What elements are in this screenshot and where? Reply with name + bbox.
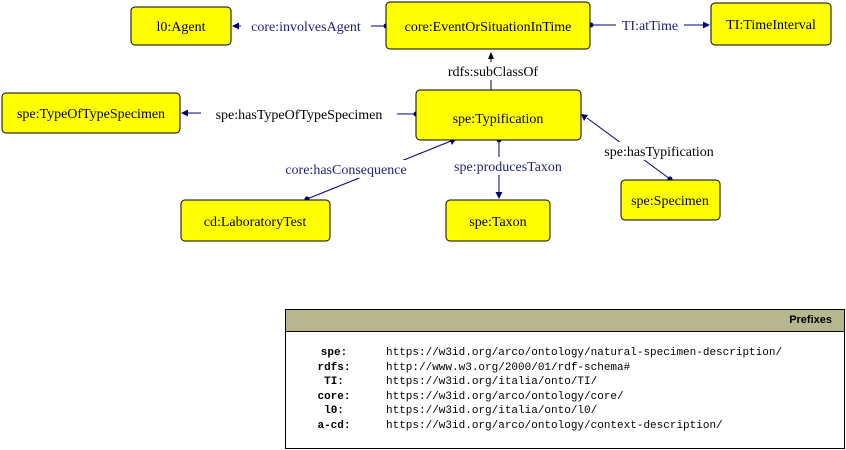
prefix-row: a-cd: https://w3id.org/arco/ontology/cont… — [310, 419, 782, 434]
svg-text:core:involvesAgent: core:involvesAgent — [251, 20, 361, 35]
prefix-row: core: https://w3id.org/arco/ontology/core… — [310, 390, 782, 405]
prefix-row: rdfs: http://www.w3.org/2000/01/rdf-schem… — [310, 361, 782, 376]
node-taxon[interactable]: spe:Taxon — [445, 199, 551, 242]
prefix-name: l0: — [324, 405, 344, 417]
prefix-uri: https://w3id.org/arco/ontology/core/ — [386, 390, 624, 403]
node-laboratory-test[interactable]: cd:LaboratoryTest — [180, 199, 331, 242]
label-produces-taxon: spe:producesTaxon — [444, 157, 572, 175]
node-type-of-type-specimen[interactable]: spe:TypeOfTypeSpecimen — [1, 92, 181, 134]
prefix-name: rdfs: — [317, 361, 351, 374]
svg-text:spe:hasTypification: spe:hasTypification — [604, 145, 713, 160]
prefix-row: spe: https://w3id.org/arco/ontology/natur… — [310, 346, 782, 361]
svg-text:TI:atTime: TI:atTime — [622, 19, 678, 34]
prefixes-header: Prefixes — [286, 310, 844, 332]
node-specimen[interactable]: spe:Specimen — [620, 179, 721, 221]
arrowhead-icon — [181, 109, 188, 117]
svg-text:l0:Agent: l0:Agent — [157, 20, 206, 35]
prefix-name: spe: — [320, 347, 348, 359]
node-typification[interactable]: spe:Typification — [415, 89, 582, 141]
prefix-uri: https://w3id.org/italia/onto/TI/ — [386, 376, 598, 388]
svg-text:rdfs:subClassOf: rdfs:subClassOf — [448, 65, 539, 80]
svg-text:spe:Taxon: spe:Taxon — [469, 215, 526, 230]
prefix-uri: https://w3id.org/arco/ontology/context-d… — [386, 419, 723, 432]
prefixes-panel: Prefixes spe: https://w3id.org/arco/ontol… — [285, 309, 845, 449]
svg-text:spe:hasTypeOfTypeSpecimen: spe:hasTypeOfTypeSpecimen — [216, 108, 383, 123]
svg-text:spe:Typification: spe:Typification — [453, 112, 544, 127]
svg-text:cd:LaboratoryTest: cd:LaboratoryTest — [204, 215, 307, 230]
node-agent[interactable]: l0:Agent — [130, 6, 232, 46]
arrowhead-icon — [703, 21, 710, 29]
prefix-name: TI: — [324, 376, 344, 388]
node-time-interval[interactable]: TI:TimeInterval — [710, 2, 832, 46]
prefix-uri: http://www.w3.org/2000/01/rdf-schema# — [386, 361, 631, 374]
prefix-uri: https://w3id.org/arco/ontology/natural-s… — [386, 347, 783, 359]
label-has-consequence: core:hasConsequence — [273, 160, 419, 178]
arrowhead-icon — [495, 192, 503, 199]
svg-text:core:hasConsequence: core:hasConsequence — [285, 163, 406, 178]
arrowhead-icon — [232, 22, 239, 30]
label-has-type-of-type: spe:hasTypeOfTypeSpecimen — [201, 105, 397, 123]
prefix-row: l0: https://w3id.org/italia/onto/l0/ — [310, 404, 782, 419]
svg-text:spe:TypeOfTypeSpecimen: spe:TypeOfTypeSpecimen — [17, 107, 165, 122]
prefix-uri: https://w3id.org/italia/onto/l0/ — [386, 405, 598, 417]
svg-text:core:EventOrSituationInTime: core:EventOrSituationInTime — [405, 20, 572, 35]
svg-text:spe:Specimen: spe:Specimen — [631, 194, 709, 209]
prefix-name: core: — [317, 390, 351, 403]
arrowhead-icon — [488, 52, 494, 59]
node-event-or-situation-in-time[interactable]: core:EventOrSituationInTime — [385, 1, 591, 50]
label-involves-agent: core:involvesAgent — [241, 17, 371, 35]
prefix-name: a-cd: — [317, 419, 351, 432]
prefix-row: TI: https://w3id.org/italia/onto/TI/ — [310, 375, 782, 390]
label-has-typification: spe:hasTypification — [595, 142, 723, 160]
arrowhead-icon — [581, 114, 588, 121]
label-subclass-of: rdfs:subClassOf — [440, 62, 546, 80]
label-at-time: TI:atTime — [616, 16, 684, 34]
prefixes-table: spe: https://w3id.org/arco/ontology/natur… — [310, 346, 782, 433]
svg-text:spe:producesTaxon: spe:producesTaxon — [454, 160, 562, 175]
svg-text:TI:TimeInterval: TI:TimeInterval — [726, 18, 816, 33]
